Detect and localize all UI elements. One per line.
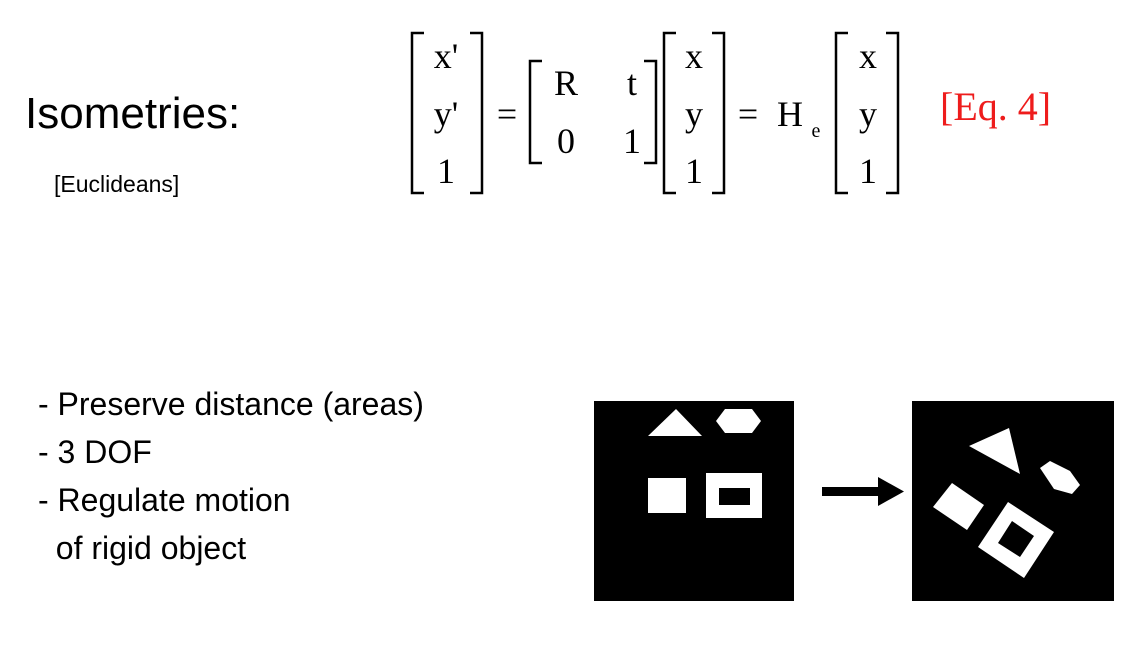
matrix-r: R bbox=[554, 63, 578, 103]
rotated-triangle-shape bbox=[969, 428, 1020, 474]
bullet-list: - Preserve distance (areas) - 3 DOF - Re… bbox=[38, 380, 424, 572]
square-shape bbox=[648, 478, 686, 513]
h-symbol: H bbox=[777, 94, 803, 134]
matrix-zero: 0 bbox=[557, 121, 575, 161]
hexagon-shape bbox=[716, 409, 761, 433]
equation-label: [Eq. 4] bbox=[940, 84, 1052, 129]
vec1-y: y bbox=[685, 94, 703, 134]
original-shapes-image bbox=[594, 401, 794, 601]
vec1-one: 1 bbox=[685, 151, 703, 191]
lhs-x-prime: x' bbox=[434, 36, 459, 76]
vec2-one: 1 bbox=[859, 151, 877, 191]
matrix-t: t bbox=[627, 63, 637, 103]
rotated-square-shape bbox=[933, 483, 984, 530]
arrow-icon bbox=[822, 477, 904, 506]
matrix-one: 1 bbox=[623, 121, 641, 161]
bullet-item: - Preserve distance (areas) bbox=[38, 386, 424, 422]
bullet-item: of rigid object bbox=[38, 530, 247, 566]
hollow-rectangle-shape bbox=[706, 473, 762, 518]
vec2-x: x bbox=[859, 36, 877, 76]
slide-title: Isometries: bbox=[25, 89, 241, 138]
slide-subtitle: [Euclideans] bbox=[54, 171, 180, 197]
equals-sign-2: = bbox=[738, 94, 758, 134]
vec2-y: y bbox=[859, 94, 877, 134]
bullet-item: - 3 DOF bbox=[38, 434, 152, 470]
equals-sign-1: = bbox=[497, 94, 517, 134]
isometry-equation: x' y' 1 = R t 0 1 x y 1 = H e x y 1 bbox=[410, 31, 900, 195]
rotated-hexagon-shape bbox=[1040, 461, 1080, 494]
transformed-shapes-image bbox=[912, 401, 1114, 601]
lhs-y-prime: y' bbox=[434, 94, 459, 134]
triangle-shape bbox=[648, 409, 702, 436]
bullet-item: - Regulate motion bbox=[38, 482, 291, 518]
vec1-x: x bbox=[685, 36, 703, 76]
lhs-one: 1 bbox=[437, 151, 455, 191]
rotated-hollow-rectangle-shape bbox=[978, 502, 1054, 578]
h-subscript: e bbox=[812, 120, 821, 142]
